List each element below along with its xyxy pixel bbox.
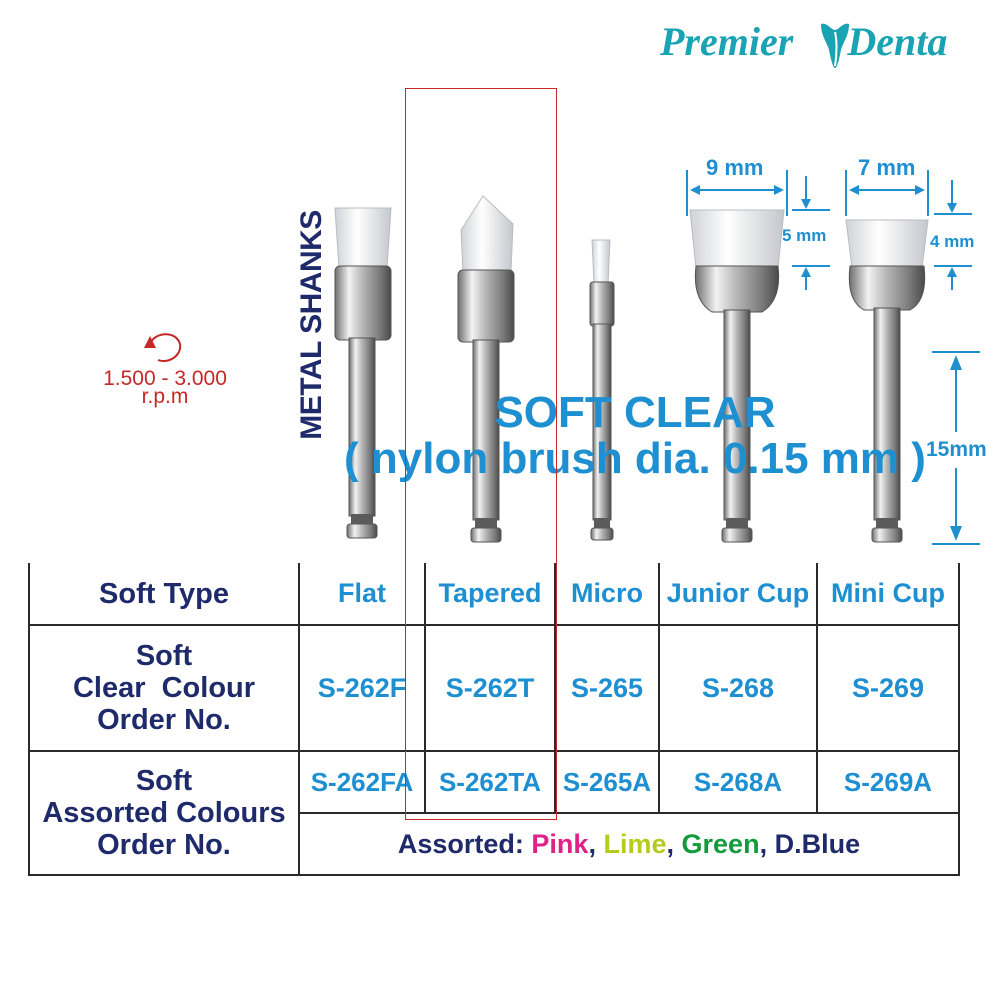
title-line2: ( nylon brush dia. 0.15 mm ): [344, 434, 926, 483]
code-s269: S-269: [816, 624, 960, 752]
dimension-lines: [686, 170, 980, 545]
assorted-colors-note: Assorted: Pink, Lime, Green, D.Blue: [298, 812, 960, 876]
code-s262f: S-262F: [298, 624, 426, 752]
rotation-arrow-icon: [144, 333, 182, 362]
code-s269a: S-269A: [816, 750, 960, 814]
spec-table: Soft Type Flat Tapered Micro Junior Cup …: [28, 563, 960, 876]
shank-length-label: 15mm: [926, 438, 987, 461]
type-flat: Flat: [298, 563, 426, 626]
flat-brush: [334, 207, 392, 539]
mini-height-label: 4 mm: [930, 232, 975, 251]
assorted-label-line3: Order No.: [97, 829, 231, 861]
code-s265a: S-265A: [554, 750, 660, 814]
assorted-row-label: Soft Assorted Colours Order No.: [28, 750, 300, 876]
speed-range: 1.500 - 3.000: [103, 367, 227, 390]
assorted-label-line2: Assorted Colours: [42, 797, 286, 829]
brand-name-part1: Premier: [660, 19, 794, 64]
table-header-row: Soft Type Flat Tapered Micro Junior Cup …: [28, 563, 960, 626]
color-dblue: D.Blue: [774, 828, 861, 859]
mini-cup-brush: [845, 219, 929, 543]
color-green: Green: [681, 828, 760, 859]
tapered-highlight-box: [405, 88, 557, 820]
code-s262ta: S-262TA: [424, 750, 556, 814]
clear-row: Soft Clear Colour Order No. S-262F S-262…: [28, 624, 960, 752]
soft-type-header: Soft Type: [28, 563, 300, 626]
title-line1: SOFT CLEAR: [494, 388, 776, 437]
assorted-row: Soft Assorted Colours Order No. S-262FA …: [28, 750, 960, 876]
type-micro: Micro: [554, 563, 660, 626]
junior-cup-brush: [689, 209, 785, 543]
clear-label-line2: Clear Colour: [72, 672, 256, 704]
clear-label-line3: Order No.: [97, 704, 231, 736]
clear-label-line1: Soft: [135, 640, 193, 672]
brand-name-part2: Denta: [847, 19, 948, 64]
type-junior-cup: Junior Cup: [658, 563, 818, 626]
micro-brush: [589, 239, 615, 541]
junior-height-label: 5 mm: [782, 226, 827, 245]
brush-illustrations: [334, 170, 980, 545]
code-s265: S-265: [554, 624, 660, 752]
product-title: SOFT CLEAR ( nylon brush dia. 0.15 mm ): [300, 390, 970, 482]
color-pink: Pink: [531, 828, 589, 859]
code-s268: S-268: [658, 624, 818, 752]
brand-logo: Premier Denta: [660, 18, 947, 65]
tapered-brush: [457, 195, 515, 543]
type-tapered: Tapered: [424, 563, 556, 626]
tooth-icon: [821, 23, 849, 68]
assorted-label-line1: Soft: [135, 765, 193, 797]
code-s262fa: S-262FA: [298, 750, 426, 814]
assorted-note-row: Assorted: Pink, Lime, Green, D.Blue: [29, 812, 960, 876]
color-lime: Lime: [603, 828, 667, 859]
mini-width-label: 7 mm: [858, 155, 916, 180]
speed-label: 1.500 - 3.000 r.p.m: [80, 367, 250, 408]
assorted-prefix: Assorted:: [397, 828, 524, 859]
code-s262t: S-262T: [424, 624, 556, 752]
code-s268a: S-268A: [658, 750, 818, 814]
type-mini-cup: Mini Cup: [816, 563, 960, 626]
clear-row-label: Soft Clear Colour Order No.: [28, 624, 300, 752]
speed-unit: r.p.m: [141, 385, 189, 408]
junior-width-label: 9 mm: [706, 155, 764, 180]
